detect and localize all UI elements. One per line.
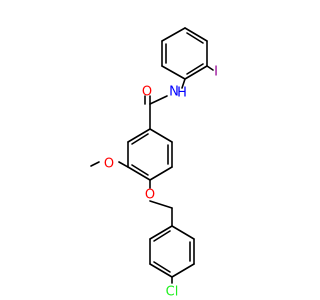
atom-chlorine: Cl	[166, 285, 179, 300]
bond	[186, 63, 204, 75]
bond	[149, 166, 173, 181]
bond	[171, 263, 195, 278]
bond	[149, 225, 173, 240]
atom-labels: O N H I O O Cl	[104, 65, 218, 300]
bond	[186, 32, 204, 44]
atom-hydrogen-amide: H	[177, 86, 187, 101]
bond	[131, 133, 149, 145]
molecule-structure-diagram: O N H I O O Cl	[90, 27, 218, 300]
bond	[184, 65, 208, 80]
bond	[149, 263, 173, 278]
bond	[127, 166, 151, 181]
bond	[149, 128, 173, 143]
bond	[149, 200, 173, 209]
atom-oxygen-carbonyl: O	[142, 85, 152, 100]
bond	[118, 161, 129, 168]
atom-nitrogen-amide: N	[169, 85, 179, 100]
bond	[184, 27, 208, 42]
atom-oxygen-ether: O	[145, 188, 155, 203]
bond	[131, 164, 149, 176]
bond	[161, 65, 186, 80]
bonds	[90, 27, 214, 284]
bond	[127, 128, 151, 143]
bond	[161, 27, 186, 42]
bond	[206, 65, 214, 71]
bond	[153, 261, 171, 273]
atom-oxygen-methoxy: O	[104, 157, 114, 172]
bond	[90, 161, 100, 167]
atom-iodine: I	[214, 65, 218, 80]
bond	[171, 225, 195, 240]
bond	[149, 95, 168, 105]
bond	[181, 78, 186, 89]
bond	[153, 230, 171, 242]
